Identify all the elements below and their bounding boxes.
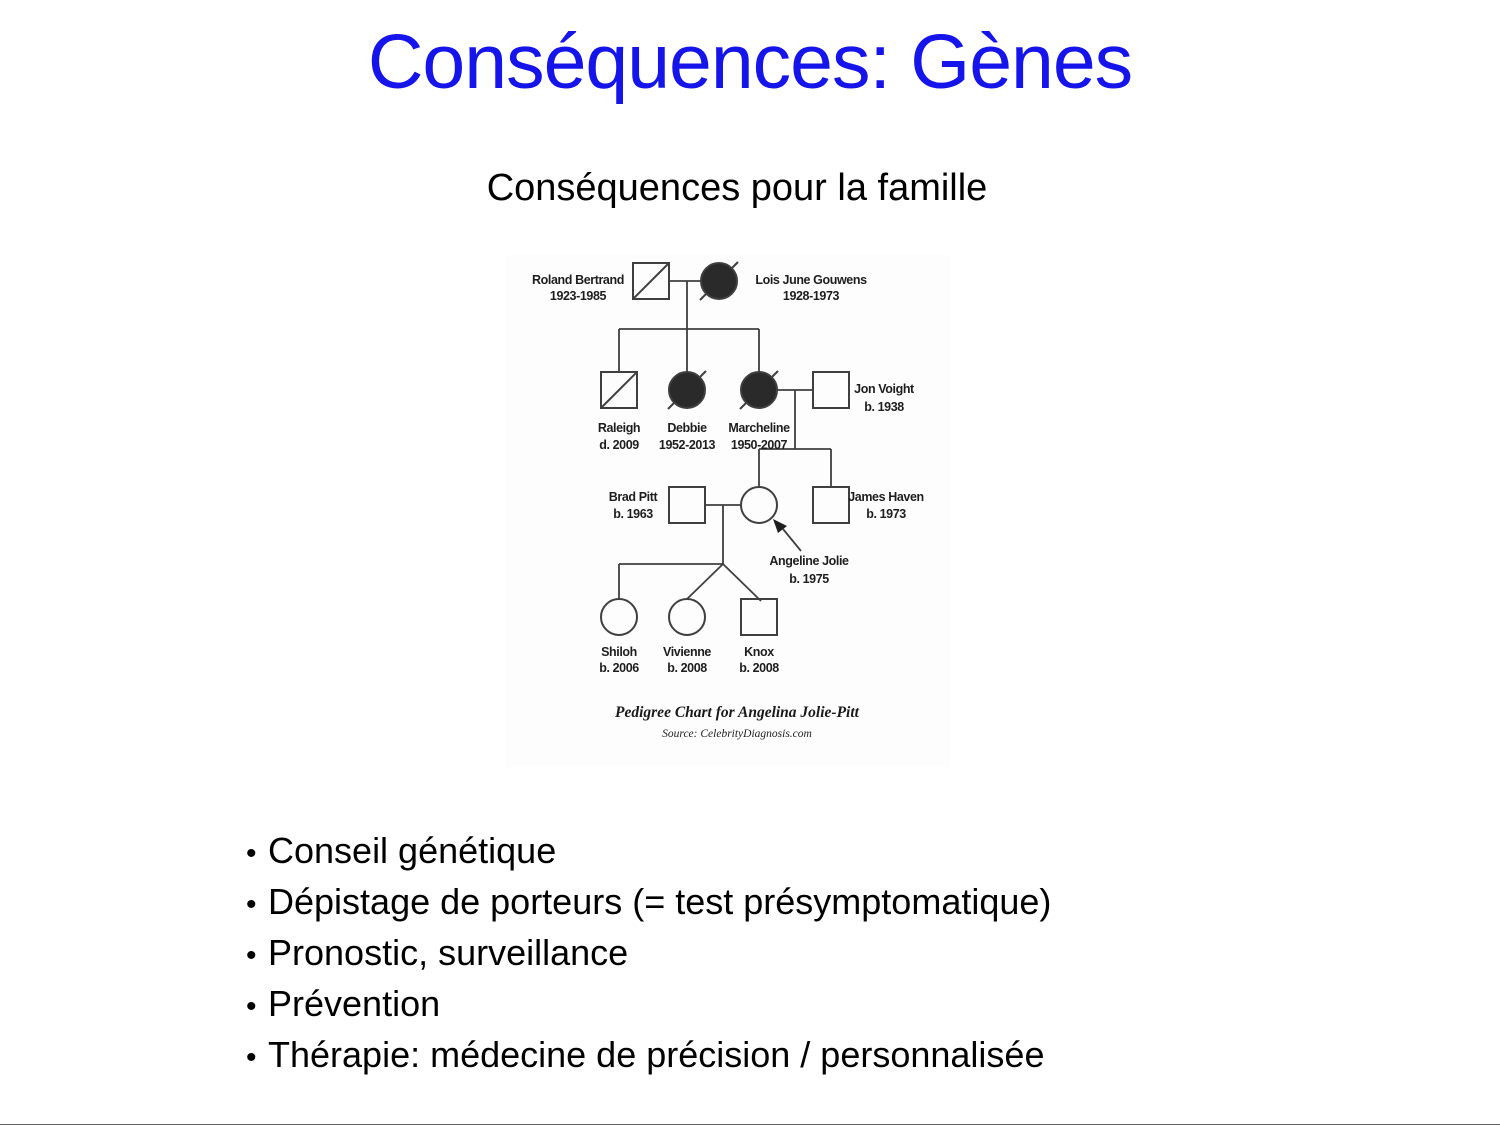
person-name: Roland Bertrand <box>532 273 624 287</box>
bullet-item: • Dépistage de porteurs (= test présympt… <box>246 878 1051 929</box>
pedigree-diagram: Roland Bertrand 1923-1985 Lois June Gouw… <box>532 261 924 740</box>
bullet-list: • Conseil génétique • Dépistage de porte… <box>246 827 1051 1082</box>
person-name: Raleigh <box>598 421 640 435</box>
person-name: Marcheline <box>728 421 790 435</box>
person-lois-june-gouwens: Lois June Gouwens 1928-1973 <box>699 261 867 303</box>
person-dates: d. 2009 <box>599 438 639 452</box>
person-dates: b. 1973 <box>866 507 906 521</box>
slide-title: Conséquences: Gènes <box>367 19 1133 105</box>
bullet-item: • Prévention <box>246 980 1051 1031</box>
person-raleigh: Raleigh d. 2009 <box>598 371 641 452</box>
person-name: Lois June Gouwens <box>755 273 867 287</box>
person-dates: 1950-2007 <box>731 438 788 452</box>
person-shiloh: Shiloh b. 2006 <box>599 598 640 675</box>
person-name: Knox <box>744 645 774 659</box>
person-name: Brad Pitt <box>609 490 659 504</box>
person-dates: b. 1975 <box>789 572 829 586</box>
bullet-text: Conseil génétique <box>268 830 557 871</box>
bullet-glyph: • <box>246 837 257 870</box>
person-jon-voight: Jon Voight b. 1938 <box>812 371 915 414</box>
bullet-item: • Conseil génétique <box>246 827 1051 878</box>
person-name: Shiloh <box>601 645 637 659</box>
bullet-item: • Thérapie: médecine de précision / pers… <box>246 1031 1051 1082</box>
person-debbie: Debbie 1952-2013 <box>659 370 716 452</box>
person-name: Vivienne <box>663 645 711 659</box>
person-vivienne: Vivienne b. 2008 <box>663 598 712 675</box>
pedigree-source: Source: CelebrityDiagnosis.com <box>662 728 812 740</box>
person-name: Angeline Jolie <box>769 554 849 568</box>
bullet-text: Pronostic, surveillance <box>268 932 629 973</box>
person-roland-bertrand: Roland Bertrand 1923-1985 <box>532 262 670 303</box>
person-dates: 1928-1973 <box>783 289 840 303</box>
person-dates: 1952-2013 <box>659 438 716 452</box>
bullet-glyph: • <box>246 888 257 921</box>
slide-subtitle: Conséquences pour la famille <box>486 167 988 209</box>
person-dates: b. 1963 <box>613 507 653 521</box>
person-dates: b. 2006 <box>599 661 639 675</box>
proband-arrow-icon <box>773 519 787 533</box>
bullet-glyph: • <box>246 990 257 1023</box>
person-name: Debbie <box>667 421 707 435</box>
bullet-text: Thérapie: médecine de précision / person… <box>268 1034 1045 1075</box>
person-dates: b. 1938 <box>864 400 904 414</box>
person-dates: 1923-1985 <box>550 289 607 303</box>
bullet-text: Prévention <box>268 983 441 1024</box>
bullet-text: Dépistage de porteurs (= test présymptom… <box>268 881 1052 922</box>
bullet-item: • Pronostic, surveillance <box>246 929 1051 980</box>
bullet-glyph: • <box>246 1041 257 1074</box>
pedigree-chart-image: Roland Bertrand 1923-1985 Lois June Gouw… <box>505 255 950 767</box>
person-angeline-jolie: Angeline Jolie b. 1975 <box>740 486 849 586</box>
person-james-haven: James Haven b. 1973 <box>812 486 924 524</box>
person-brad-pitt: Brad Pitt b. 1963 <box>609 486 706 524</box>
pedigree-connectors <box>618 280 832 602</box>
person-name: James Haven <box>848 490 924 504</box>
pedigree-caption: Pedigree Chart for Angelina Jolie-Pitt <box>615 704 860 721</box>
person-dates: b. 2008 <box>667 661 707 675</box>
person-knox: Knox b. 2008 <box>739 598 780 675</box>
bullet-glyph: • <box>246 939 257 972</box>
person-marcheline: Marcheline 1950-2007 <box>728 370 790 452</box>
person-name: Jon Voight <box>854 382 915 396</box>
person-dates: b. 2008 <box>739 661 779 675</box>
